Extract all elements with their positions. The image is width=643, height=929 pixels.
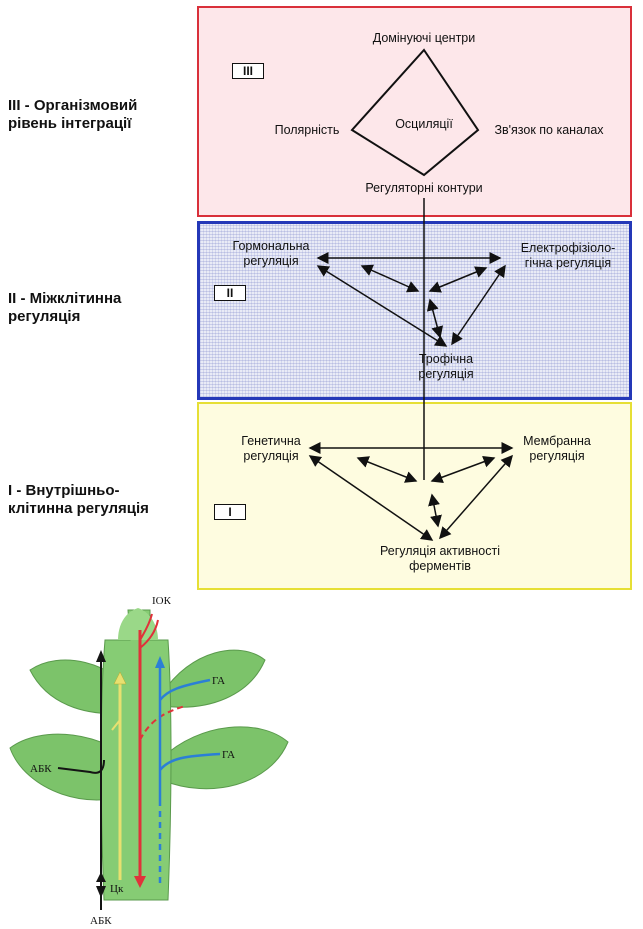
l1-right-bottom-arrow <box>439 454 513 540</box>
node-channel-communication: Зв'язок по каналах <box>494 123 604 137</box>
label-cytokinin: Цк <box>110 883 124 895</box>
label-ga-bottom: ГА <box>222 749 235 761</box>
node-electrophysiological-regulation: Електрофізіоло-гічна регуляція <box>520 241 616 270</box>
l2-left-bottom-arrow <box>316 265 448 347</box>
auxin-branch-1 <box>139 613 153 641</box>
node-dominant-centers: Домінуючі центри <box>372 31 476 45</box>
l1-center-left-arrow <box>356 456 418 483</box>
l1-left-bottom-arrow <box>308 455 434 541</box>
node-regulatory-contours: Регуляторні контури <box>365 181 483 195</box>
level1-label: I - Внутрішньо-клітинна регуляція <box>8 482 149 517</box>
l2-center-bottom-arrow <box>426 298 444 339</box>
l2-center-left-arrow <box>360 264 420 293</box>
level3-label: III - Організмовий рівень інтеграції <box>8 97 138 132</box>
node-hormonal-regulation: Гормональна регуляція <box>232 239 310 268</box>
node-trophic-regulation: Трофічна регуляція <box>418 352 474 381</box>
level3-roman-box: III <box>232 63 264 79</box>
leaf-lower-right <box>161 726 289 790</box>
label-iok: ІОК <box>152 595 172 607</box>
l1-center-right-arrow <box>430 456 496 483</box>
level2-roman-box: II <box>214 285 246 301</box>
label-ga-top: ГА <box>212 675 225 687</box>
node-membrane-regulation: Мембранна регуляція <box>523 434 591 463</box>
l1-center-bottom-arrow <box>428 493 442 528</box>
auxin-dashed-leaf <box>139 705 186 741</box>
label-aba-left: АБК <box>30 763 52 775</box>
node-polarity: Полярність <box>274 123 340 137</box>
node-genetic-regulation: Генетична регуляція <box>241 434 301 463</box>
l2-center-right-arrow <box>428 266 488 293</box>
auxin-branch-2 <box>139 619 159 649</box>
label-aba-bottom: АБК <box>90 915 112 927</box>
level2-label: II - Міжклітинна регуляція <box>8 290 122 325</box>
node-enzyme-activity-regulation: Регуляція активності ферментів <box>379 544 501 573</box>
l2-right-bottom-arrow <box>451 264 506 346</box>
level3-diamond <box>350 48 480 177</box>
aba-leaf-path <box>57 759 105 774</box>
ga-upper-leaf-path <box>159 678 211 701</box>
level1-roman-box: I <box>214 504 246 520</box>
shoot-apex <box>118 608 158 640</box>
node-oscillations: Осциляції <box>395 117 453 131</box>
level3-panel <box>197 6 632 217</box>
ga-lower-leaf-path <box>159 752 221 771</box>
leaf-upper-right <box>161 649 266 708</box>
